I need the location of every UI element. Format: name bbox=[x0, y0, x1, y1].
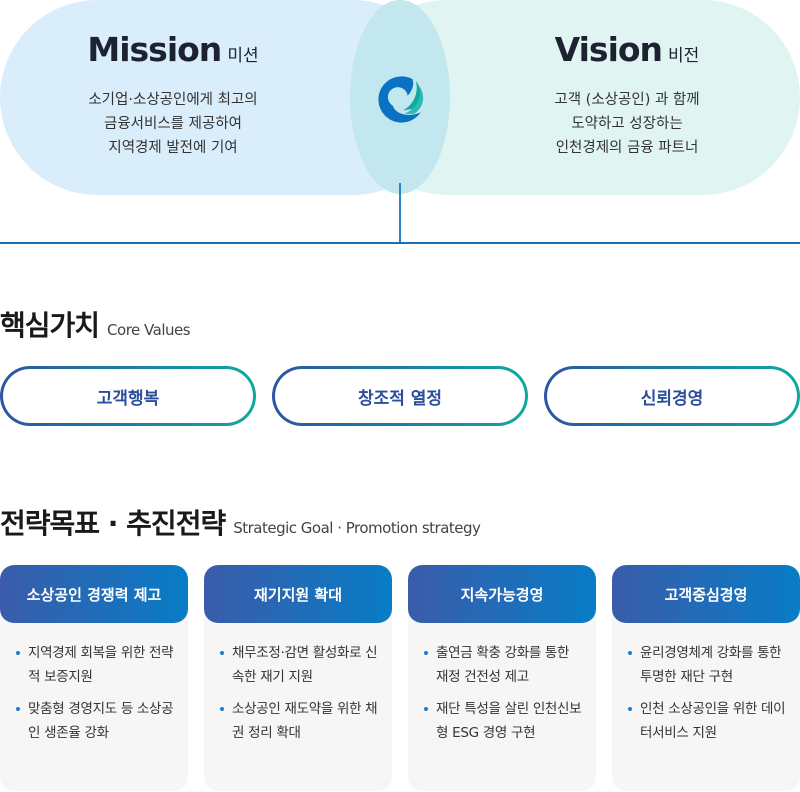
divider bbox=[0, 242, 800, 244]
list-item: 출연금 확충 강화를 통한 재정 건전성 제고 bbox=[424, 641, 582, 689]
strategy-card-title: 재기지원 확대 bbox=[204, 565, 392, 623]
list-item: 채무조정·감면 활성화로 신속한 재기 지원 bbox=[220, 641, 378, 689]
list-item: 윤리경영체계 강화를 통한 투명한 재단 구현 bbox=[628, 641, 786, 689]
list-item: 소상공인 재도약을 위한 채권 정리 확대 bbox=[220, 697, 378, 745]
strategy-card-title: 소상공인 경쟁력 제고 bbox=[0, 565, 188, 623]
strategy-card-title: 고객중심경영 bbox=[612, 565, 800, 623]
core-value-item: 고객행복 bbox=[0, 366, 256, 426]
list-item: 재단 특성을 살린 인천신보형 ESG 경영 구현 bbox=[424, 697, 582, 745]
overlap-shape bbox=[350, 0, 450, 194]
list-item: 맞춤형 경영지도 등 소상공인 생존율 강화 bbox=[16, 697, 174, 745]
strategy-card-title: 지속가능경영 bbox=[408, 565, 596, 623]
list-item: 인천 소상공인을 위한 데이터서비스 지원 bbox=[628, 697, 786, 745]
connector-line bbox=[399, 183, 401, 243]
core-value-item: 창조적 열정 bbox=[272, 366, 528, 426]
foundation-logo-icon bbox=[378, 76, 424, 123]
list-item: 지역경제 회복을 위한 전략적 보증지원 bbox=[16, 641, 174, 689]
core-value-item: 신뢰경영 bbox=[544, 366, 800, 426]
